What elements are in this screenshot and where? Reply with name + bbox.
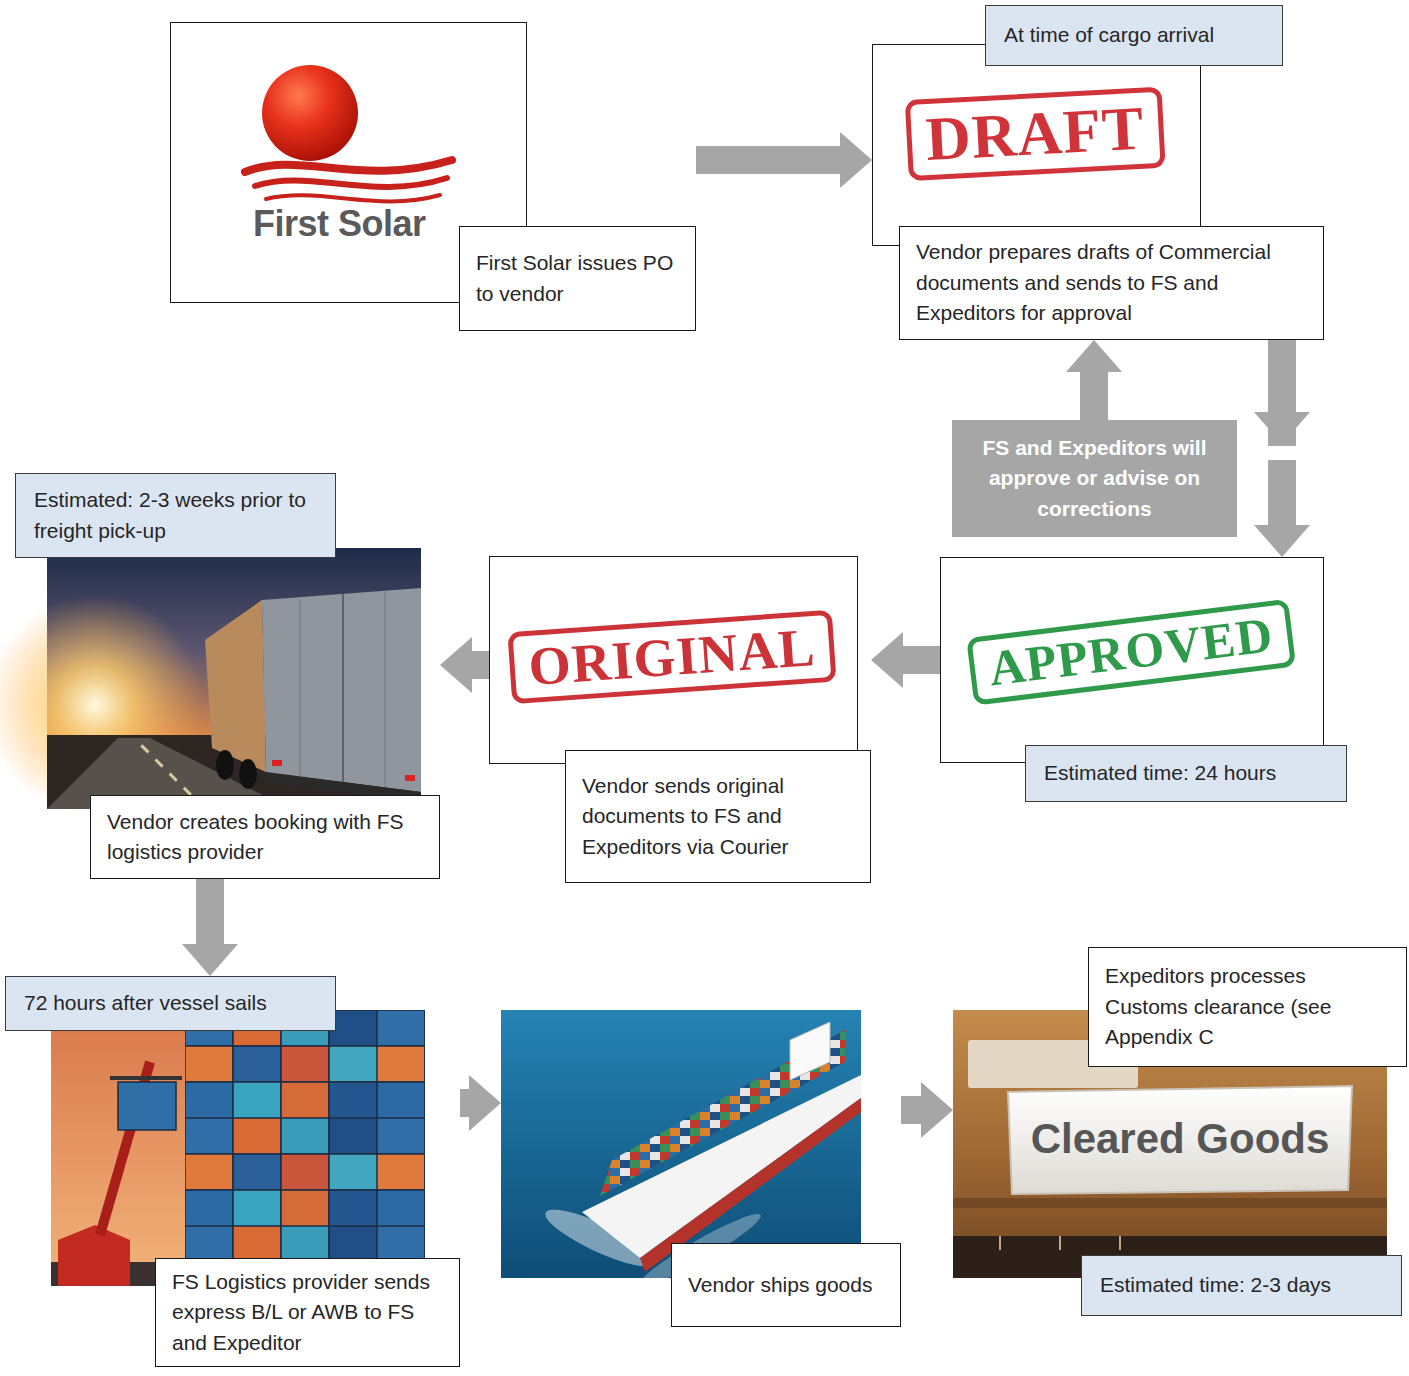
sign-text: Cleared Goods bbox=[1031, 1116, 1330, 1162]
text-slot: Cleared Goods bbox=[1031, 1116, 1330, 1162]
logo-mark bbox=[245, 65, 452, 201]
arrow-gap bbox=[1262, 446, 1302, 460]
time-badge: Estimated time: 24 hours bbox=[1025, 745, 1347, 802]
caption-box: Vendor sends original documents to FS an… bbox=[565, 750, 871, 883]
text-slot: Vendor sends original documents to FS an… bbox=[565, 750, 871, 883]
flow-arrow bbox=[1080, 340, 1108, 420]
photo-frame bbox=[47, 548, 421, 809]
flow-arrow bbox=[696, 146, 872, 174]
flow-arrow bbox=[196, 879, 224, 976]
review-box: FS and Expeditors will approve or advise… bbox=[952, 420, 1237, 537]
booking-step: Estimated: 2-3 weeks prior to freight pi… bbox=[15, 473, 440, 879]
flow-arrow bbox=[440, 651, 489, 679]
time-badge: Estimated: 2-3 weeks prior to freight pi… bbox=[15, 473, 336, 558]
arrow-head bbox=[1254, 412, 1310, 444]
draft-step: At time of cargo arrivalDRAFT Vendor prep… bbox=[872, 5, 1324, 340]
text-slot: Vendor ships goods bbox=[671, 1243, 901, 1327]
time-badge: 72 hours after vessel sails bbox=[5, 976, 336, 1031]
logo-text: First Solar bbox=[253, 204, 426, 244]
text-slot: Vendor prepares drafts of Commercial doc… bbox=[899, 226, 1324, 340]
text-slot: First Solar bbox=[253, 204, 426, 244]
clearance-step: Expeditors processes Customs clearance (… bbox=[953, 947, 1407, 1316]
original-step: ORIGINAL Vendor sends original documents … bbox=[489, 556, 871, 883]
text-slot: Expeditors processes Customs clearance (… bbox=[1088, 947, 1407, 1067]
bl-step: 72 hours after vessel sails FS Logistics … bbox=[5, 976, 460, 1367]
approved-step: APPROVED Estimated time: 24 hours bbox=[940, 557, 1347, 802]
flow-arrow bbox=[901, 1096, 953, 1124]
text-slot: 72 hours after vessel sails bbox=[5, 976, 336, 1031]
containers-photo bbox=[51, 1010, 425, 1286]
text-slot: DRAFT bbox=[905, 87, 1165, 182]
caption-box: Vendor creates booking with FS logistics… bbox=[90, 795, 440, 879]
text-slot: ORIGINAL bbox=[507, 610, 836, 705]
text-slot: FS Logistics provider sends express B/L … bbox=[155, 1258, 460, 1367]
shipping-step: Vendor ships goods bbox=[501, 1010, 901, 1327]
stamp-text: APPROVED bbox=[966, 599, 1296, 705]
text-slot: Vendor creates booking with FS logistics… bbox=[90, 795, 440, 879]
caption-box: First Solar issues PO to vendor bbox=[459, 226, 696, 331]
text-slot: Estimated time: 2-3 days bbox=[1081, 1255, 1402, 1316]
stamp-text: DRAFT bbox=[905, 87, 1165, 182]
stamp-text: ORIGINAL bbox=[507, 610, 836, 705]
caption-box: FS Logistics provider sends express B/L … bbox=[155, 1258, 460, 1367]
caption-box: Expeditors processes Customs clearance (… bbox=[1088, 947, 1407, 1067]
text-slot: APPROVED bbox=[966, 599, 1296, 705]
caption-box: Vendor ships goods bbox=[671, 1243, 901, 1327]
truck-photo bbox=[0, 548, 421, 815]
flow-arrow bbox=[460, 1089, 501, 1117]
flow-arrow bbox=[871, 646, 940, 674]
text-slot: First Solar issues PO to vendor bbox=[459, 226, 696, 331]
time-badge: Estimated time: 2-3 days bbox=[1081, 1255, 1402, 1316]
caption-box: Vendor prepares drafts of Commercial doc… bbox=[899, 226, 1324, 340]
text-slot: Estimated: 2-3 weeks prior to freight pi… bbox=[15, 473, 336, 558]
photo-frame bbox=[501, 1010, 861, 1278]
time-badge: At time of cargo arrival bbox=[985, 5, 1283, 66]
text-slot: At time of cargo arrival bbox=[985, 5, 1283, 66]
note-text: FS and Expeditors will approve or advise… bbox=[960, 433, 1229, 524]
po-step: First SolarFirst Solar issues PO to vend… bbox=[170, 22, 696, 331]
photo-frame bbox=[51, 1010, 425, 1286]
text-slot: Estimated time: 24 hours bbox=[1025, 745, 1347, 802]
